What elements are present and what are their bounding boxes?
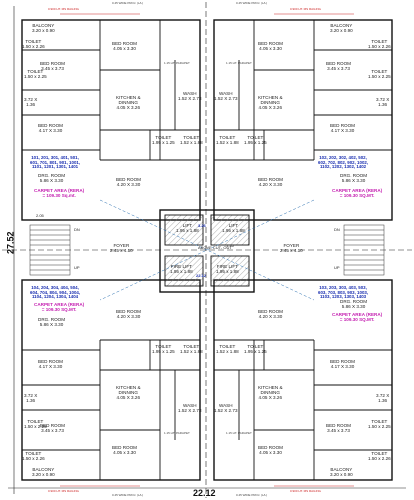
railing-note-tl: 0.900 HT. MS RAILING <box>48 7 80 11</box>
flats-tl: 101, 201, 301, 401, 501,601, 701, 801, 9… <box>30 155 81 170</box>
railing-note-tr: 0.900 HT. MS RAILING <box>290 7 322 11</box>
carpet-tl: CARPET AREA (RERA)= 109.30 Sq.mt. <box>34 188 85 198</box>
parapet-note-tl: 1.15 HT. PARAPET <box>164 61 190 65</box>
railing-note-br: 0.900 HT. MS RAILING <box>290 489 322 493</box>
parapet-note-br: 1.15 HT. PARAPET <box>226 431 252 435</box>
railings <box>60 13 354 487</box>
proj-note-tl: 0.45 WIDE PROJ. (L/L) <box>112 1 144 5</box>
carpet-br: CARPET AREA (RERA)= 109.30 SQ.MT. <box>332 312 383 322</box>
overall-width: 22.12 <box>193 488 216 498</box>
dn-right: DN <box>334 227 340 232</box>
staircase-left <box>29 224 71 276</box>
parapet-note-tr: 1.15 HT. PARAPET <box>226 61 252 65</box>
lifts <box>164 214 250 287</box>
up-left: UP <box>74 265 80 270</box>
center-dim: 22.12 <box>196 273 207 278</box>
walls <box>21 19 393 481</box>
lobby-dim: 3.26 <box>198 223 206 228</box>
carpet-tr: CARPET AREA (RERA)= 109.30 SQ.MT. <box>332 188 383 198</box>
dim-2-05: 2.05 <box>36 213 44 218</box>
flats-tr: 102, 202, 302, 402, 502,602, 702, 802, 9… <box>318 155 369 170</box>
partitions <box>22 20 392 480</box>
proj-note-br: 0.45 WIDE PROJ. (L/L) <box>236 493 268 497</box>
staircase-right <box>343 224 385 276</box>
cutout-cross <box>99 199 315 301</box>
proj-note-tr: 0.45 WIDE PROJ. (L/L) <box>236 1 268 5</box>
overall-height: 27.52 <box>5 231 16 254</box>
cutout-label: ABOVE CUT- OUT <box>198 245 232 250</box>
carpet-bl: CARPET AREA (RERA)= 109.30 SQ.MT. <box>34 302 85 312</box>
up-right: UP <box>334 265 340 270</box>
flats-br: 103, 203, 303, 403, 503,603, 703, 803, 9… <box>318 285 369 300</box>
flats-bl: 104, 204, 304, 404, 504,604, 704, 804, 9… <box>30 285 81 300</box>
railing-note-bl: 0.900 HT. MS RAILING <box>48 489 80 493</box>
proj-note-bl: 0.45 WIDE PROJ. (L/L) <box>112 493 144 497</box>
dim-1-16: 1.16 <box>226 243 234 248</box>
parapet-note-bl: 1.15 HT. PARAPET <box>164 431 190 435</box>
dn-left: DN <box>74 227 80 232</box>
